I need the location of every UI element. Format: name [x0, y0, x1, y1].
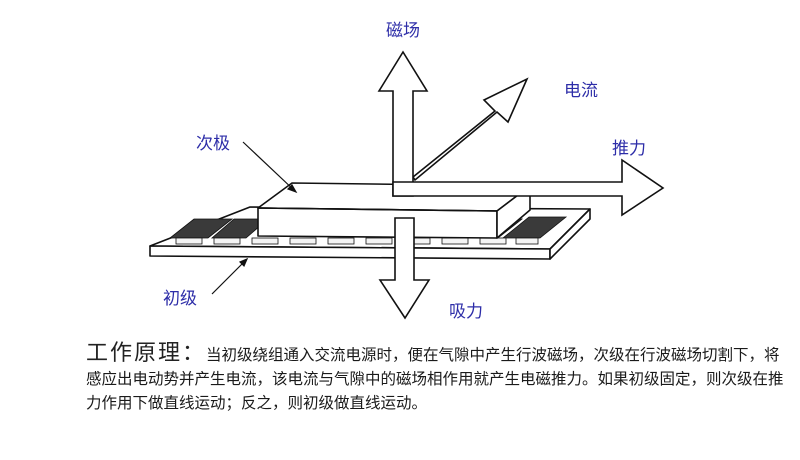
force-arrows: [377, 50, 665, 320]
working-principle-title: 工作原理：: [86, 341, 207, 366]
primary-pointer: [211, 258, 248, 295]
pointer-lines: [211, 141, 298, 295]
working-principle-body: 当初级绕组通入交流电源时，便在气隙中产生行波磁场，次级在行波磁场切割下，将感应出…: [86, 346, 784, 412]
label-secondary: 次极: [196, 134, 230, 154]
secondary-pointer: [242, 141, 297, 193]
primary-teeth: [175, 237, 539, 245]
current-arrow: [411, 77, 529, 182]
working-principle-text: 工作原理：当初级绕组通入交流电源时，便在气隙中产生行波磁场，次级在行波磁场切割下…: [86, 342, 786, 415]
label-thrust: 推力: [612, 139, 646, 159]
label-attraction: 吸力: [449, 302, 483, 322]
label-primary: 初级: [163, 289, 197, 309]
thrust-arrow: [392, 158, 665, 217]
magnetic-field-arrow: [377, 50, 429, 197]
label-magnetic-field: 磁场: [386, 21, 420, 41]
attraction-arrow: [378, 217, 431, 320]
label-current: 电流: [564, 81, 598, 101]
